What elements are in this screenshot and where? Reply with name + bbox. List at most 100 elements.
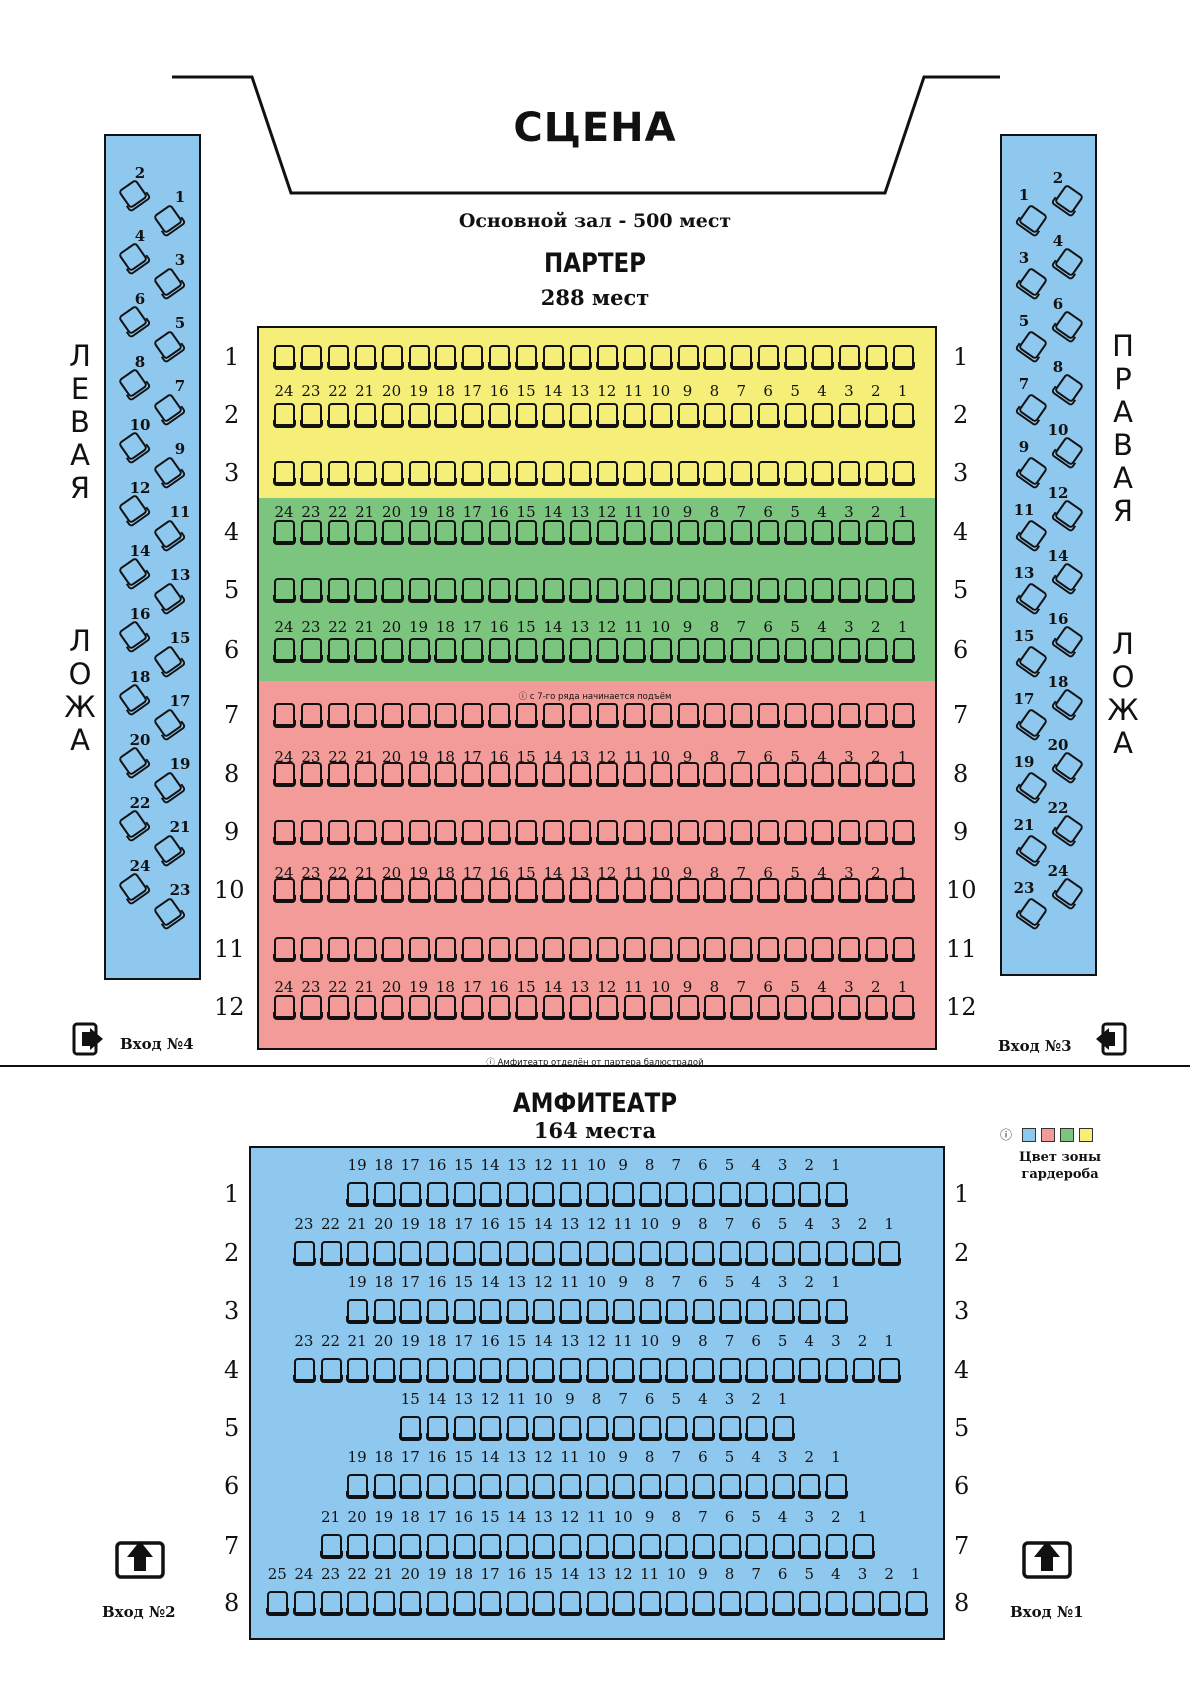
seat[interactable] <box>372 1299 396 1324</box>
seat[interactable] <box>824 1591 848 1616</box>
seat[interactable] <box>891 461 915 486</box>
seat[interactable] <box>407 578 431 603</box>
seat[interactable] <box>665 1474 689 1499</box>
seat[interactable] <box>757 578 781 603</box>
seat[interactable] <box>585 1534 609 1559</box>
seat[interactable] <box>515 403 539 428</box>
seat[interactable] <box>515 520 539 545</box>
seat[interactable] <box>434 762 458 787</box>
seat[interactable] <box>612 1591 636 1616</box>
seat[interactable] <box>326 995 350 1020</box>
seat[interactable] <box>703 578 727 603</box>
seat[interactable] <box>380 762 404 787</box>
seat[interactable] <box>319 1534 343 1559</box>
seat[interactable] <box>434 703 458 728</box>
seat[interactable] <box>691 1358 715 1383</box>
seat[interactable] <box>703 461 727 486</box>
seat[interactable] <box>353 820 377 845</box>
seat[interactable] <box>346 1534 370 1559</box>
seat[interactable] <box>837 520 861 545</box>
seat[interactable] <box>824 1358 848 1383</box>
seat[interactable] <box>665 1241 689 1266</box>
seat[interactable] <box>730 995 754 1020</box>
seat[interactable] <box>488 403 512 428</box>
seat[interactable] <box>691 1299 715 1324</box>
seat[interactable] <box>612 1299 636 1324</box>
seat[interactable] <box>434 937 458 962</box>
seat[interactable] <box>784 638 808 663</box>
seat[interactable] <box>798 1474 822 1499</box>
seat[interactable] <box>811 820 834 845</box>
seat[interactable] <box>771 1591 795 1616</box>
seat[interactable] <box>346 1358 370 1383</box>
seat[interactable] <box>452 1474 476 1499</box>
seat[interactable] <box>299 762 323 787</box>
seat[interactable] <box>864 578 888 603</box>
seat[interactable] <box>891 638 915 663</box>
seat[interactable] <box>811 403 834 428</box>
seat[interactable] <box>425 1182 449 1207</box>
seat[interactable] <box>622 937 646 962</box>
seat[interactable] <box>273 345 296 370</box>
seat[interactable] <box>568 937 592 962</box>
seat[interactable] <box>771 1534 795 1559</box>
seat[interactable] <box>488 703 512 728</box>
seat[interactable] <box>542 995 565 1020</box>
seat[interactable] <box>703 638 727 663</box>
seat[interactable] <box>326 461 350 486</box>
seat[interactable] <box>798 1241 822 1266</box>
seat[interactable] <box>380 995 404 1020</box>
seat[interactable] <box>622 461 646 486</box>
seat[interactable] <box>665 1416 689 1441</box>
seat[interactable] <box>452 1534 476 1559</box>
seat[interactable] <box>273 878 296 903</box>
seat[interactable] <box>837 703 861 728</box>
seat[interactable] <box>798 1182 822 1207</box>
seat[interactable] <box>585 1591 609 1616</box>
seat[interactable] <box>878 1591 902 1616</box>
seat[interactable] <box>691 1416 715 1441</box>
seat[interactable] <box>691 1182 715 1207</box>
seat[interactable] <box>878 1358 902 1383</box>
seat[interactable] <box>461 461 485 486</box>
seat[interactable] <box>542 937 565 962</box>
seat[interactable] <box>488 820 512 845</box>
seat[interactable] <box>703 345 727 370</box>
seat[interactable] <box>718 1591 742 1616</box>
seat[interactable] <box>425 1241 449 1266</box>
seat[interactable] <box>649 520 673 545</box>
seat[interactable] <box>595 345 619 370</box>
seat[interactable] <box>425 1358 449 1383</box>
seat[interactable] <box>757 403 781 428</box>
seat[interactable] <box>346 1299 370 1324</box>
seat[interactable] <box>407 937 431 962</box>
seat[interactable] <box>452 1182 476 1207</box>
seat[interactable] <box>757 703 781 728</box>
seat[interactable] <box>798 1591 822 1616</box>
seat[interactable] <box>595 995 619 1020</box>
seat[interactable] <box>730 345 754 370</box>
seat[interactable] <box>505 1299 529 1324</box>
seat[interactable] <box>745 1182 769 1207</box>
seat[interactable] <box>864 762 888 787</box>
seat[interactable] <box>372 1534 396 1559</box>
seat[interactable] <box>326 345 350 370</box>
seat[interactable] <box>505 1182 529 1207</box>
seat[interactable] <box>319 1358 343 1383</box>
seat[interactable] <box>515 937 539 962</box>
seat[interactable] <box>542 345 565 370</box>
seat[interactable] <box>532 1416 556 1441</box>
seat[interactable] <box>585 1182 609 1207</box>
seat[interactable] <box>399 1416 423 1441</box>
seat[interactable] <box>585 1241 609 1266</box>
seat[interactable] <box>568 762 592 787</box>
seat[interactable] <box>703 762 727 787</box>
seat[interactable] <box>568 703 592 728</box>
seat[interactable] <box>568 345 592 370</box>
seat[interactable] <box>568 638 592 663</box>
seat[interactable] <box>718 1474 742 1499</box>
seat[interactable] <box>585 1474 609 1499</box>
seat[interactable] <box>612 1534 636 1559</box>
seat[interactable] <box>568 820 592 845</box>
seat[interactable] <box>745 1474 769 1499</box>
